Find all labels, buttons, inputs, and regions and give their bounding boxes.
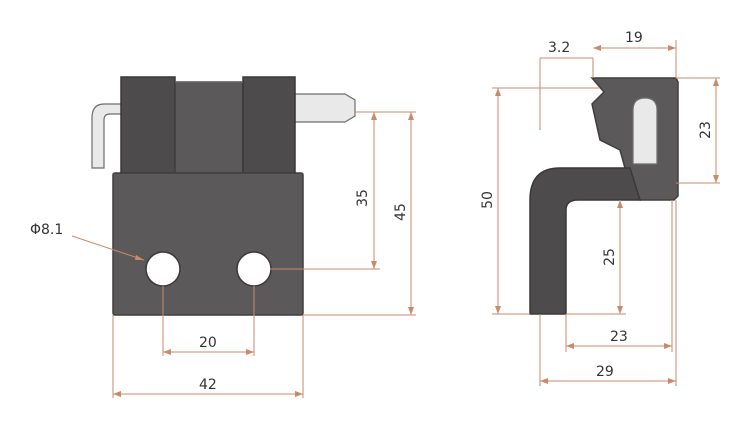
right-pin <box>294 93 356 123</box>
side-arm <box>529 167 642 315</box>
mounting-hole-right <box>236 251 272 287</box>
label-hole-diameter: Φ8.1 <box>30 222 63 238</box>
label-lower-height: 25 <box>602 248 618 266</box>
label-slot-height: 23 <box>698 121 714 139</box>
label-top-width: 19 <box>625 30 643 46</box>
label-pin-height: 35 <box>355 189 371 207</box>
label-overall-width: 42 <box>199 377 217 393</box>
front-plate <box>112 172 304 316</box>
hinge-knuckle-left <box>120 76 176 183</box>
side-dimensions <box>492 40 720 386</box>
label-side-height: 50 <box>480 191 496 209</box>
label-base-outer: 29 <box>596 364 614 380</box>
front-dimensions <box>71 111 416 398</box>
mounting-hole-left <box>145 251 181 287</box>
label-offset: 3.2 <box>548 40 570 56</box>
side-view <box>529 77 679 315</box>
front-view <box>91 76 356 316</box>
hinge-knuckle-right <box>242 76 296 183</box>
label-overall-height: 45 <box>393 203 409 221</box>
left-pin <box>91 103 123 169</box>
label-hole-spacing: 20 <box>199 335 217 351</box>
side-slot <box>632 97 658 165</box>
label-base-inner: 23 <box>610 329 628 345</box>
